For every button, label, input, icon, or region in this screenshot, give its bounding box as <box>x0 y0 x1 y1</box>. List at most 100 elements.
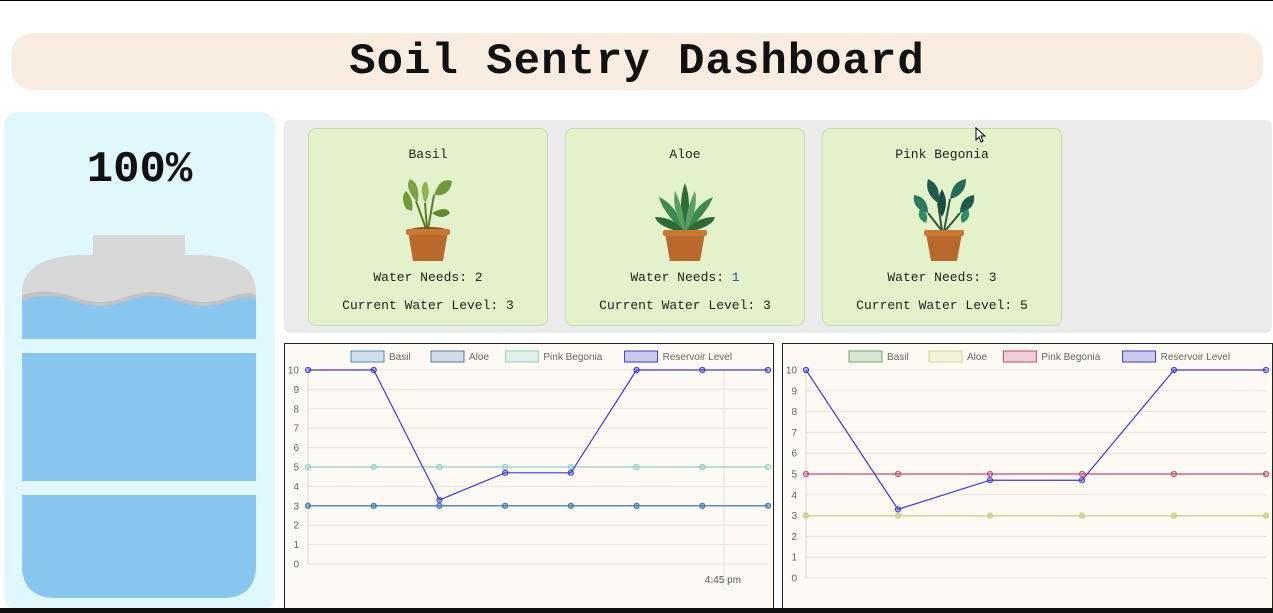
x-tick-label: 4:45 pm <box>705 575 741 586</box>
data-point <box>986 477 994 484</box>
data-point <box>567 469 574 476</box>
header-banner: Soil Sentry Dashboard <box>11 33 1263 90</box>
y-tick-label: 9 <box>791 386 797 397</box>
legend-swatch <box>350 350 385 363</box>
data-point <box>894 506 902 513</box>
legend-label: Aloe <box>967 352 987 363</box>
y-tick-label: 0 <box>791 574 797 585</box>
water-needs: Water Needs: 1 <box>630 270 740 285</box>
y-tick-label: 5 <box>791 470 797 481</box>
plant-card-basil[interactable]: Basil Water Needs: 2 Current Water Level… <box>308 128 548 326</box>
data-point <box>764 366 772 374</box>
data-point <box>304 463 312 471</box>
data-point <box>633 366 640 374</box>
legend-label: Reservoir Level <box>1161 352 1230 363</box>
y-tick-label: 2 <box>293 521 299 532</box>
data-point <box>894 470 902 478</box>
y-tick-label: 7 <box>791 428 797 439</box>
current-water-level: Current Water Level: 3 <box>599 298 771 313</box>
series-line <box>805 369 1266 511</box>
legend-swatch <box>1002 350 1037 363</box>
y-tick-label: 10 <box>288 366 300 377</box>
data-point <box>502 463 509 471</box>
legend-swatch <box>624 350 659 363</box>
legend-swatch <box>928 350 963 363</box>
data-point <box>304 366 312 374</box>
y-tick-label: 10 <box>786 366 798 377</box>
data-point <box>699 366 706 374</box>
y-tick-label: 5 <box>293 463 299 474</box>
data-point <box>370 502 377 509</box>
aloe-pot-icon <box>655 183 715 261</box>
y-tick-label: 3 <box>791 511 797 522</box>
mouse-cursor-icon <box>975 127 987 143</box>
legend-label: Pink Begonia <box>543 352 602 363</box>
page-title: Soil Sentry Dashboard <box>349 36 925 87</box>
plant-name: Aloe <box>669 147 701 162</box>
plant-name: Basil <box>408 147 448 162</box>
begonia-pot-icon <box>913 179 975 261</box>
legend-label: Aloe <box>469 352 489 363</box>
data-point <box>802 470 810 478</box>
water-jug-icon <box>22 235 256 598</box>
legend-label: Reservoir Level <box>663 352 732 363</box>
legend-swatch <box>430 350 465 363</box>
reservoir-percent: 100% <box>86 145 193 195</box>
data-point <box>986 512 994 519</box>
data-point <box>304 502 312 509</box>
data-point <box>1262 512 1270 519</box>
y-tick-label: 8 <box>791 407 797 418</box>
data-point <box>436 496 443 504</box>
series-line <box>308 369 768 501</box>
data-point <box>1262 470 1270 478</box>
y-tick-label: 4 <box>791 490 797 501</box>
y-tick-label: 7 <box>293 424 299 435</box>
y-tick-label: 3 <box>293 501 299 512</box>
data-point <box>1170 512 1178 519</box>
plant-name: Pink Begonia <box>895 147 989 162</box>
data-point <box>567 463 574 471</box>
data-point <box>633 502 640 509</box>
legend-swatch <box>848 350 883 363</box>
y-tick-label: 4 <box>293 482 299 493</box>
data-point <box>802 366 810 374</box>
water-needs: Water Needs: 2 <box>373 270 483 285</box>
data-point <box>894 512 902 519</box>
data-point <box>1170 470 1178 478</box>
current-water-level: Current Water Level: 3 <box>342 298 514 313</box>
data-point <box>1170 366 1178 374</box>
data-point <box>370 366 377 374</box>
y-tick-label: 1 <box>293 540 299 551</box>
plant-card-aloe[interactable]: Aloe Water Needs: 1 Current Water Level:… <box>565 128 805 326</box>
y-tick-label: 6 <box>293 443 299 454</box>
data-point <box>1078 477 1086 484</box>
y-tick-label: 6 <box>791 449 797 460</box>
y-tick-label: 2 <box>791 532 797 543</box>
data-point <box>370 463 377 471</box>
data-point <box>1078 470 1086 478</box>
plant-pot-icon <box>403 179 452 261</box>
data-point <box>986 470 994 478</box>
data-point <box>567 502 574 509</box>
legend-swatch <box>504 350 539 363</box>
plant-card-pink-begonia[interactable]: Pink Begonia Water Needs: 3 Current Wate… <box>822 128 1062 326</box>
bottom-rule <box>0 608 1273 613</box>
top-rule <box>0 0 1273 1</box>
data-point <box>1262 366 1270 374</box>
data-point <box>764 502 772 509</box>
data-point <box>436 463 443 471</box>
current-water-level: Current Water Level: 5 <box>856 298 1028 313</box>
data-point <box>764 463 772 471</box>
y-tick-label: 8 <box>293 404 299 415</box>
y-tick-label: 9 <box>293 385 299 396</box>
data-point <box>436 502 443 509</box>
data-point <box>502 502 509 509</box>
data-point <box>699 502 706 509</box>
legend-label: Basil <box>389 352 411 363</box>
legend-label: Basil <box>887 352 909 363</box>
legend-swatch <box>1122 350 1157 363</box>
